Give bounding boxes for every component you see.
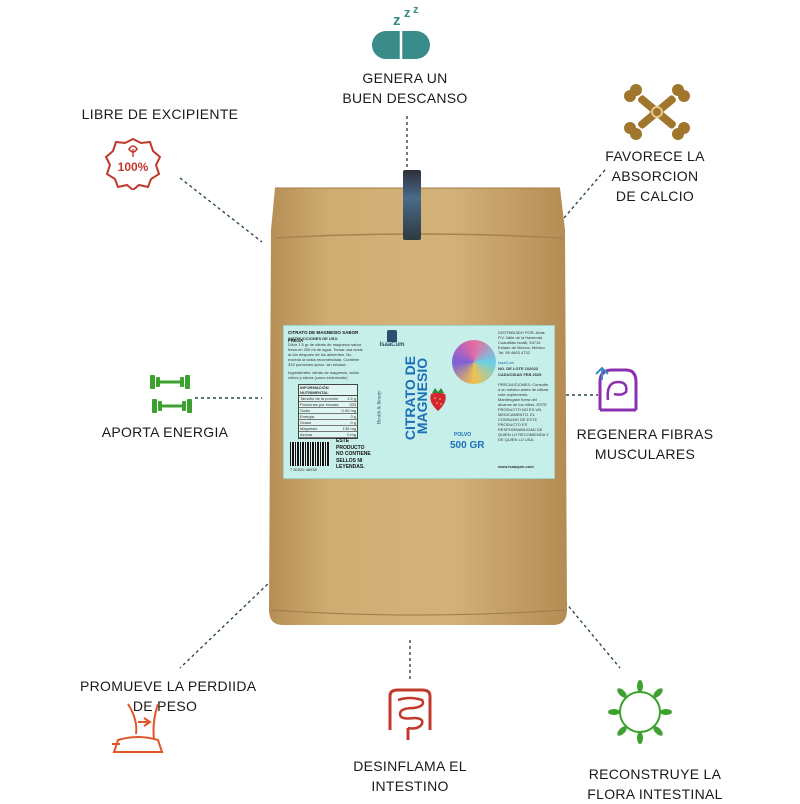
nutrition-row-label: Azúcar <box>300 432 313 437</box>
nutrition-row: Grasa 0 g <box>299 420 357 426</box>
benefit-muscle-label: REGENERA FIBRAS MUSCULARES <box>576 426 714 462</box>
expiry-date: CADUCIDAD FEB 2025 <box>498 372 542 377</box>
nutrition-row-label: Sodio <box>300 408 311 413</box>
distributor-text: DISTRIBUIDO POR: Arias P.V. Valle de la … <box>498 330 545 355</box>
label-instructions-title: INSTRUCCIONES DE USO <box>288 336 338 341</box>
nutrition-row: Sodio 0.00 mg <box>299 408 357 414</box>
product-pouch: CITRATO DE MAGNESIO SABOR FRESA INSTRUCC… <box>265 170 570 630</box>
benefit-weight-label: PROMUEVE LA PERDIIDA DE PESO <box>80 678 257 714</box>
muscle-arm-icon <box>592 360 642 414</box>
product-label: CITRATO DE MAGNESIO SABOR FRESA INSTRUCC… <box>283 325 555 479</box>
form-text: POLVO <box>454 432 472 438</box>
nutrition-header: INFORMACIÓN NUTRIMENTAL <box>299 385 357 396</box>
brand-logo: IsaaCum <box>372 330 412 348</box>
seal-text: ESTE PRODUCTO NO CONTIENE SELLOS NI LEYE… <box>336 438 371 470</box>
label-instructions: Diluir 1.5 gr de citrato de magnesio sab… <box>288 342 363 367</box>
label-title-block: Health & Beauty CITRATO DE MAGNESIO POLV… <box>377 340 500 462</box>
nutrition-row: Magnesio 135 mg <box>299 426 357 432</box>
nutrition-row: Azúcar 0 mg <box>299 432 357 438</box>
nutrition-row-label: Magnesio <box>300 426 318 431</box>
nutrition-row: Porciones por envase 333 <box>299 402 357 408</box>
svg-text:z: z <box>404 5 411 20</box>
nutrition-row-value: 0.00 mg <box>341 408 356 413</box>
waist-slimming-icon <box>108 700 168 756</box>
sleep-pill-icon: z z z <box>366 4 436 67</box>
connector-excipient <box>179 177 263 243</box>
connector-weight <box>179 579 273 669</box>
tagline: Health & Beauty <box>377 390 383 425</box>
benefit-excipient-label: LIBRE DE EXCIPIENTE <box>81 106 239 122</box>
website-text: www.isaaqum.com <box>498 464 534 469</box>
barcode-number: 7 50320 46038 <box>290 467 317 472</box>
svg-text:z: z <box>393 12 401 29</box>
brand-name: IsaaCum <box>379 342 405 348</box>
label-product-name: CITRATO DE MAGNESIO SABOR FRESA <box>288 330 359 343</box>
nutrition-row-value: 1.5 g <box>347 396 356 401</box>
nutrition-row-value: 0 g <box>350 420 356 425</box>
nutrition-row-value: 0 g <box>350 414 356 419</box>
nutrition-row-value: 135 mg <box>342 426 356 431</box>
dumbbell-icon <box>146 373 198 417</box>
benefit-energy-label: APORTA ENERGIA <box>101 424 229 440</box>
nutrition-row-value: 0 mg <box>347 432 356 437</box>
benefit-flora-label: RECONSTRUYE LA FLORA INTESTINAL <box>587 766 723 802</box>
label-ingredients: Ingredientes: citrato de magnesio, ácido… <box>288 370 359 380</box>
hang-tag <box>403 170 421 240</box>
weight-text: 500 GR <box>450 440 485 451</box>
nutrition-table: INFORMACIÓN NUTRIMENTAL Tamaño de la por… <box>298 384 358 439</box>
benefit-calcium-label: FAVORECE LA ABSORCION DE CALCIO <box>605 148 705 204</box>
barcode <box>290 442 330 466</box>
lot-number: NO. DE LOTE 102023 <box>498 366 539 371</box>
laurel-wreath-icon <box>608 680 672 744</box>
nutrition-row-label: Grasa <box>300 420 311 425</box>
strawberry-icon <box>428 386 448 412</box>
leaf-badge-icon: 100% <box>103 135 163 192</box>
benefit-intestine-label: DESINFLAMA EL INTESTINO <box>353 758 467 794</box>
nutrition-row-label: Porciones por envase <box>300 402 339 407</box>
nutrition-row: Energía 0 g <box>299 414 357 420</box>
social-handle: IsaaCum <box>498 360 515 365</box>
magnesium-spiral-icon <box>452 340 496 384</box>
bone-icon <box>624 82 690 142</box>
warnings-text: PRECAUCIONES: Consulte a su médico antes… <box>498 382 549 442</box>
benefit-sleep-label: GENERA UN BUEN DESCANSO <box>342 70 468 106</box>
nutrition-row-label: Tamaño de la porción <box>300 396 339 401</box>
nutrition-row: Tamaño de la porción 1.5 g <box>299 396 357 402</box>
svg-text:z: z <box>413 5 419 16</box>
intestine-icon <box>382 686 438 744</box>
nutrition-row-value: 333 <box>349 402 356 407</box>
badge-100-text: 100% <box>118 160 149 174</box>
nutrition-row-label: Energía <box>300 414 315 419</box>
connector-flora <box>564 601 621 669</box>
